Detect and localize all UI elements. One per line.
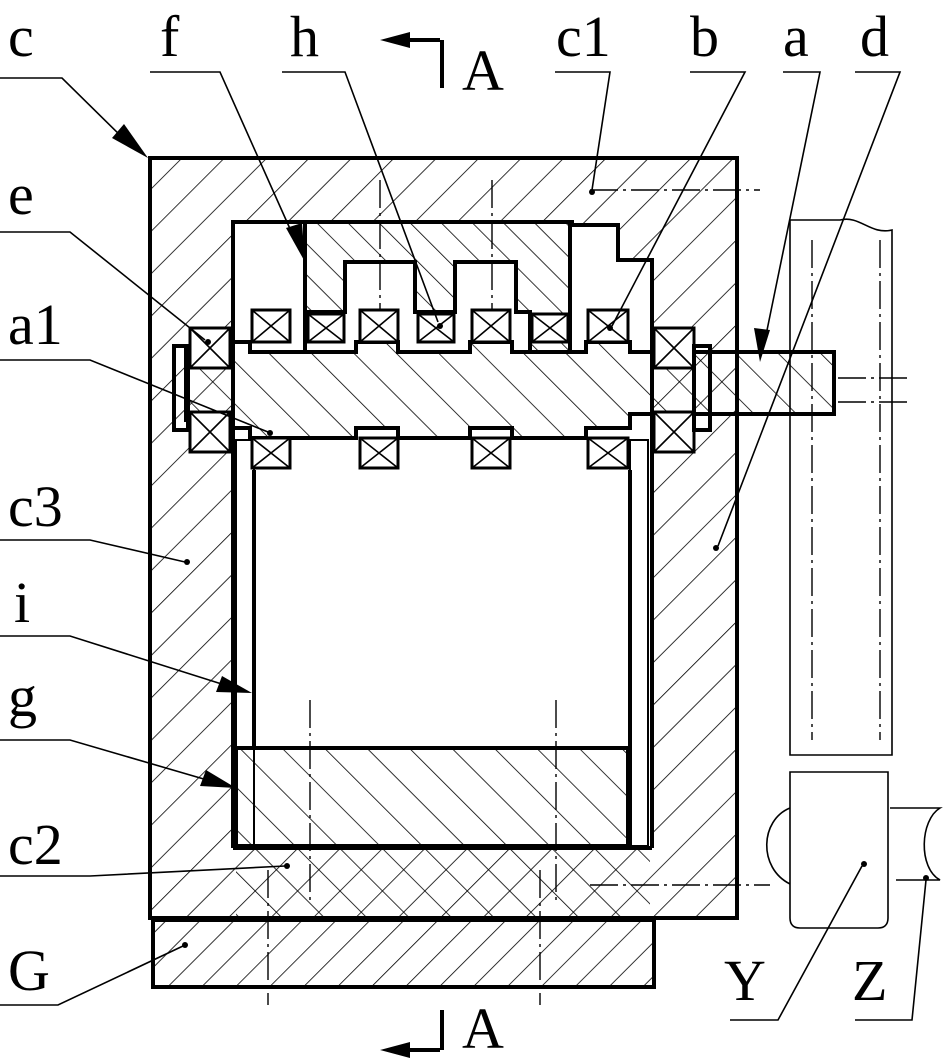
label-e: e bbox=[8, 162, 34, 227]
label-Y: Y bbox=[724, 948, 766, 1013]
label-section-top: A bbox=[462, 38, 504, 103]
label-d: d bbox=[860, 4, 889, 69]
label-c: c bbox=[8, 4, 34, 69]
label-b: b bbox=[690, 4, 719, 69]
label-i: i bbox=[14, 570, 30, 635]
roller bbox=[472, 438, 510, 468]
bearing-e-lower bbox=[190, 412, 230, 452]
roller bbox=[360, 310, 398, 342]
bearing-e-upper bbox=[190, 328, 230, 368]
roller bbox=[308, 314, 344, 342]
roller bbox=[252, 310, 290, 342]
external-parts bbox=[767, 219, 940, 928]
label-a: a bbox=[783, 4, 809, 69]
bearing-right-lower bbox=[654, 412, 694, 452]
label-section-bottom: A bbox=[462, 996, 504, 1061]
bearing-right-upper bbox=[654, 328, 694, 368]
roller bbox=[588, 438, 628, 468]
roller bbox=[252, 438, 290, 468]
bottom-plate-c2 bbox=[150, 848, 737, 918]
label-h: h bbox=[290, 4, 319, 69]
roller bbox=[532, 314, 568, 342]
section-marker-bottom bbox=[380, 1010, 442, 1058]
label-c3: c3 bbox=[8, 474, 63, 539]
roller bbox=[472, 310, 510, 342]
press-block-g bbox=[236, 748, 628, 846]
label-g: g bbox=[8, 664, 37, 729]
label-f: f bbox=[160, 4, 180, 69]
base-plate-G bbox=[153, 920, 654, 987]
label-G: G bbox=[8, 938, 50, 1003]
section-marker-top bbox=[380, 32, 442, 88]
label-c1: c1 bbox=[556, 4, 611, 69]
label-Z: Z bbox=[852, 948, 887, 1013]
roller bbox=[360, 438, 398, 468]
label-c2: c2 bbox=[8, 812, 63, 877]
label-a1: a1 bbox=[8, 292, 63, 357]
